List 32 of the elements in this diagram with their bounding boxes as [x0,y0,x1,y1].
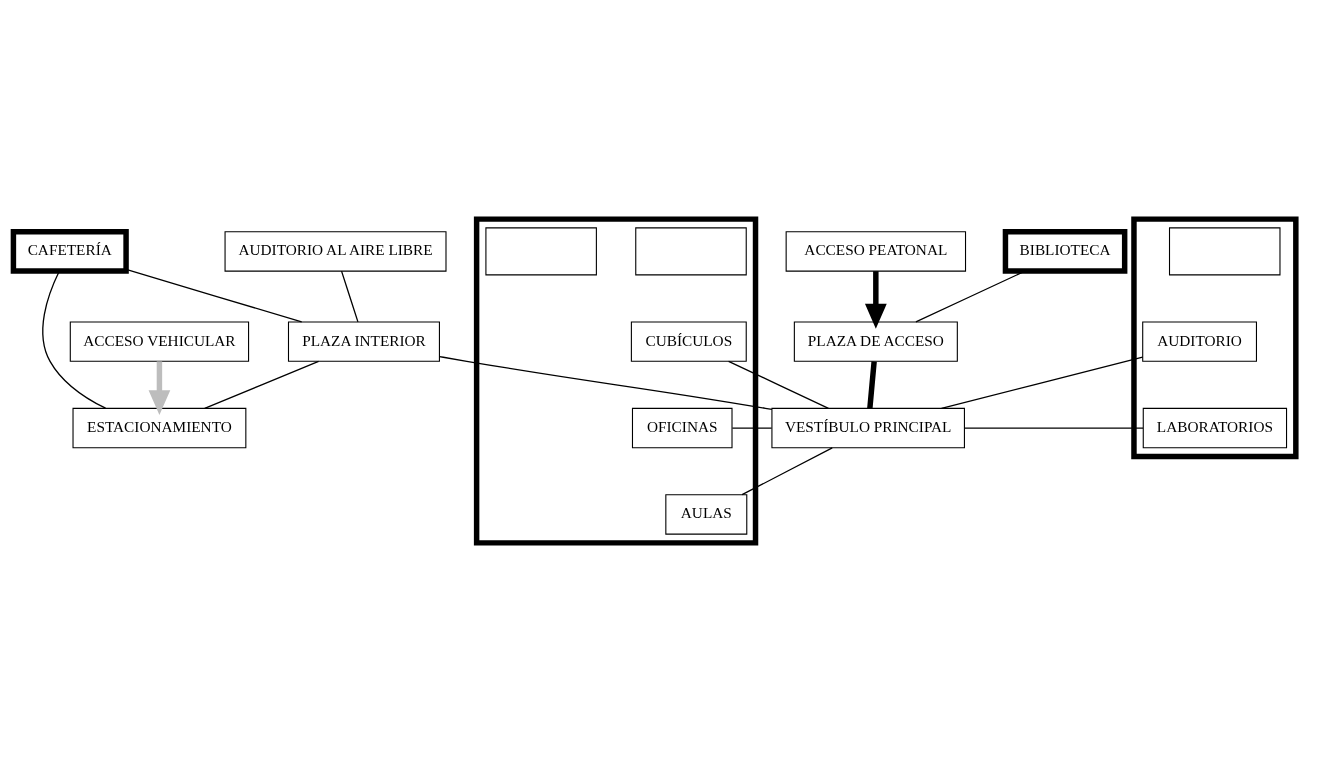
node-box: LABORATORIOS [1142,407,1288,449]
node-box: BIBLIOTECA [1002,228,1128,274]
connector [741,447,833,496]
connector [204,360,320,409]
cluster [1131,216,1299,460]
node-box [635,227,747,276]
connector [340,270,359,323]
node-box: CAFETERÍA [10,228,129,274]
node-box: ACCESO PEATONAL [785,231,967,272]
connector [867,361,877,409]
cluster [473,216,759,546]
connector [727,360,830,409]
node-box: AUDITORIO [1142,321,1257,362]
node-box: ESTACIONAMIENTO [72,407,247,449]
arrow [148,361,171,416]
node-box: PLAZA DE ACCESO [793,321,958,362]
node-box: PLAZA INTERIOR [287,321,440,362]
connector [731,427,773,429]
node-box [1168,227,1281,276]
connector [940,356,1144,409]
connector [125,268,303,323]
node-box: AUDITORIO AL AIRE LIBRE [224,231,447,272]
node-box: AULAS [665,494,748,535]
connector [42,270,107,409]
connector [964,427,1144,429]
node-box: ACCESO VEHICULAR [69,321,250,362]
node-box: VESTÍBULO PRINCIPAL [771,407,965,449]
arrow [864,271,887,329]
node-box: OFICINAS [631,407,733,449]
connector [438,355,773,411]
node-box [485,227,597,276]
node-box: CUBÍCULOS [630,321,747,362]
